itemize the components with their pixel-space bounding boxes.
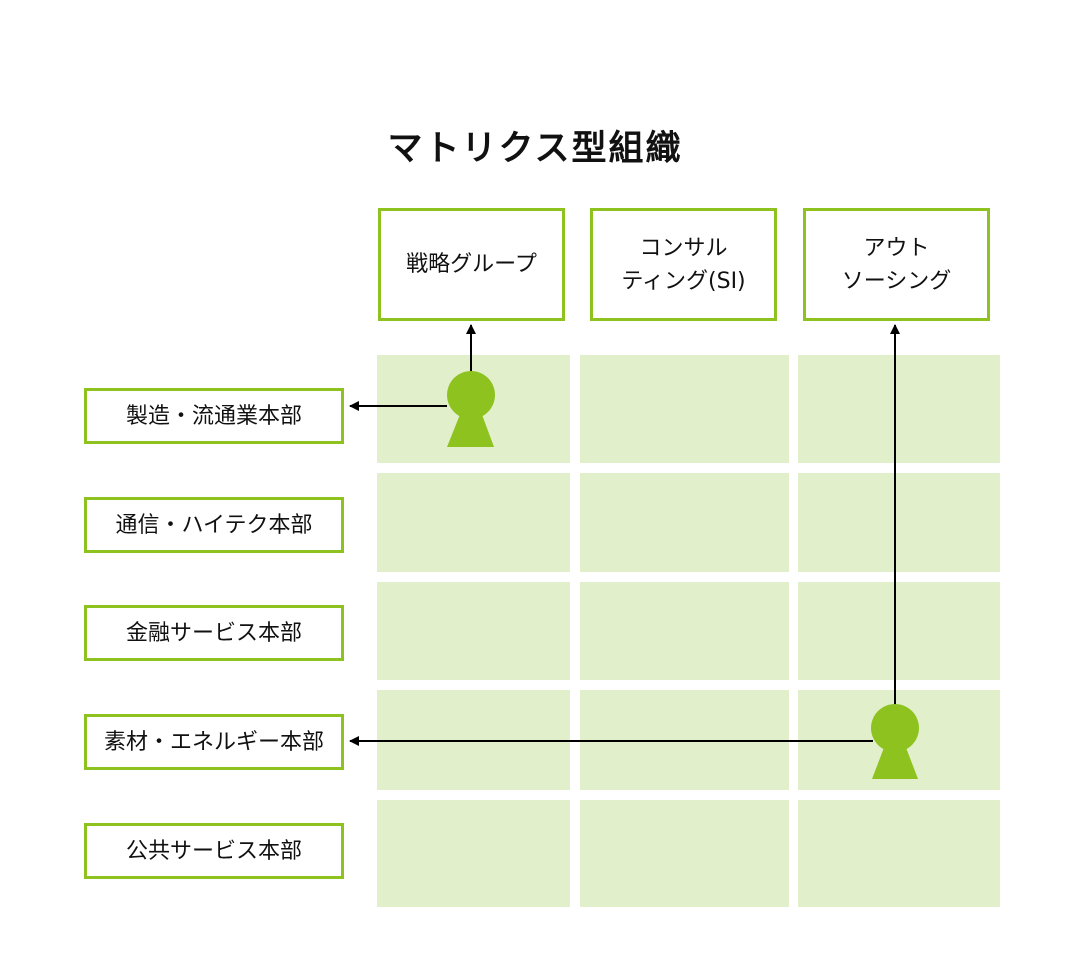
diagram-title: マトリクス型組織 xyxy=(387,129,683,169)
row-header-energy: 素材・エネルギー本部 xyxy=(84,714,344,770)
matrix-cell xyxy=(798,800,1000,907)
row-header-public: 公共サービス本部 xyxy=(84,823,344,879)
row-header-finance: 金融サービス本部 xyxy=(84,605,344,661)
matrix-cell xyxy=(798,355,1000,463)
matrix-cell xyxy=(377,800,570,907)
column-header-strategy: 戦略グループ xyxy=(378,208,565,321)
person-icon xyxy=(871,704,919,779)
matrix-cell xyxy=(798,582,1000,680)
row-header-manufacturing: 製造・流通業本部 xyxy=(84,388,344,444)
matrix-cell xyxy=(580,473,789,572)
column-header-outsourcing: アウト ソーシング xyxy=(803,208,990,321)
column-header-consulting: コンサル ティング(SI) xyxy=(590,208,777,321)
matrix-cell xyxy=(580,800,789,907)
matrix-cell xyxy=(377,473,570,572)
matrix-cell xyxy=(377,582,570,680)
person-icon xyxy=(447,371,495,447)
matrix-cell xyxy=(580,355,789,463)
row-header-telecom: 通信・ハイテク本部 xyxy=(84,497,344,553)
matrix-cell xyxy=(798,473,1000,572)
matrix-cell xyxy=(580,582,789,680)
